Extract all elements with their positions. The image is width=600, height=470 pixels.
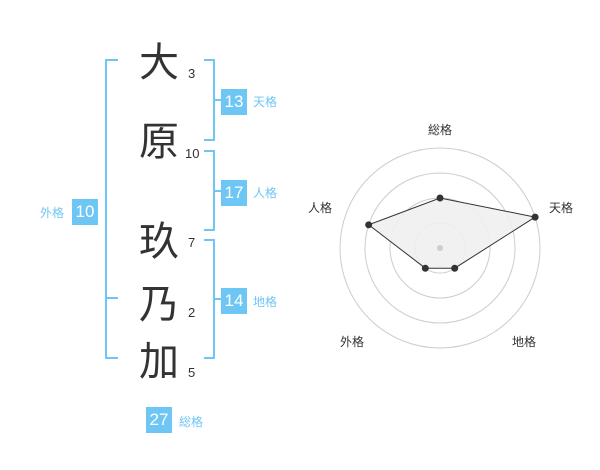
jinkaku-badge: 17 (221, 180, 247, 206)
jinkaku-label: 人格 (253, 186, 278, 200)
name-char-3: 玖 (139, 219, 179, 265)
radar-label-gaikaku: 外格 (340, 335, 365, 349)
radar-point-1 (436, 194, 444, 202)
radar-center-dot (437, 245, 443, 251)
chikaku-label: 地格 (253, 295, 278, 309)
stroke-count-3: 7 (188, 235, 196, 250)
gaikaku-badge: 10 (72, 199, 98, 225)
soukaku-label: 総格 (179, 415, 204, 429)
name-char-5: 加 (139, 339, 179, 385)
radar-point-3 (451, 264, 459, 272)
radar-polygon (367, 197, 537, 269)
radar-label-chikaku: 地格 (512, 335, 537, 349)
soukaku-badge: 27 (146, 407, 172, 433)
name-char-4: 乃 (139, 282, 179, 328)
name-char-2: 原 (139, 119, 179, 165)
radar-label-jinkaku: 人格 (308, 201, 333, 215)
gaikaku-bracket (105, 59, 118, 359)
radar-point-5 (365, 221, 373, 229)
radar-ring (339, 147, 541, 349)
stroke-count-5: 5 (188, 365, 196, 380)
radar-label-soukaku: 総格 (428, 123, 453, 137)
stroke-count-1: 3 (188, 66, 196, 81)
radar-point-4 (421, 264, 429, 272)
stroke-count-2: 10 (185, 146, 200, 161)
radar-ring (364, 172, 516, 324)
radar-point-2 (531, 213, 539, 221)
gaikaku-label: 外格 (40, 206, 65, 220)
tenkaku-label: 天格 (253, 95, 278, 109)
tenkaku-badge: 13 (221, 89, 247, 115)
name-char-1: 大 (139, 40, 179, 86)
stroke-count-4: 2 (188, 305, 196, 320)
radar-label-tenkaku: 天格 (549, 201, 574, 215)
chikaku-badge: 14 (221, 288, 247, 314)
